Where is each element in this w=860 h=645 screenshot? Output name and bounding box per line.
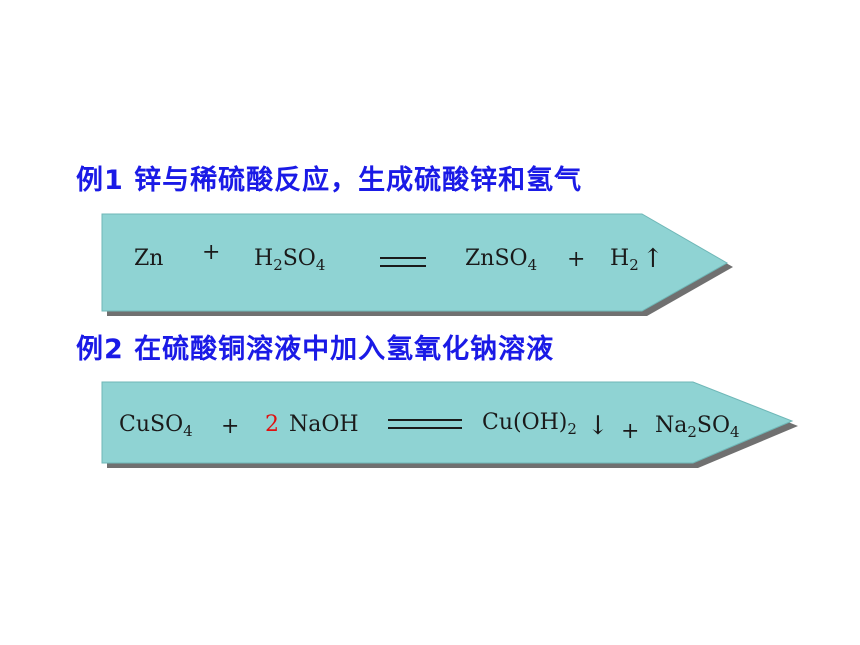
- eq2-product-cuoh2: Cu(OH)2: [482, 410, 577, 438]
- eq1-equals-sign: [380, 257, 426, 268]
- eq1-plus-1: +: [202, 240, 221, 265]
- eq2-product-na2so4: Na2SO4: [655, 413, 740, 441]
- eq2-reactant-cuso4: CuSO4: [119, 412, 193, 440]
- eq1-reactant-h2so4: H2SO4: [254, 246, 326, 274]
- eq2-plus-2: +: [621, 419, 640, 444]
- eq1-product-znso4: ZnSO4: [465, 246, 538, 274]
- precipitate-down-arrow-icon: ↓: [587, 411, 609, 441]
- eq2-reactant-naoh: NaOH: [289, 412, 359, 437]
- arrow-banner-1: [101, 213, 729, 312]
- eq2-coefficient: 2: [265, 412, 279, 437]
- eq1-product-h2: H2: [610, 246, 639, 274]
- gas-up-arrow-icon: ↑: [642, 244, 664, 274]
- example-2-heading: 例2 在硫酸铜溶液中加入氢氧化钠溶液: [76, 334, 555, 365]
- eq2-equals-sign: [388, 419, 462, 430]
- example-1-heading: 例1 锌与稀硫酸反应，生成硫酸锌和氢气: [76, 165, 583, 196]
- eq1-plus-2: +: [567, 247, 586, 272]
- arrow-banner-2: [101, 381, 794, 464]
- eq1-reactant-zn: Zn: [134, 246, 164, 271]
- eq2-plus-1: +: [221, 414, 240, 439]
